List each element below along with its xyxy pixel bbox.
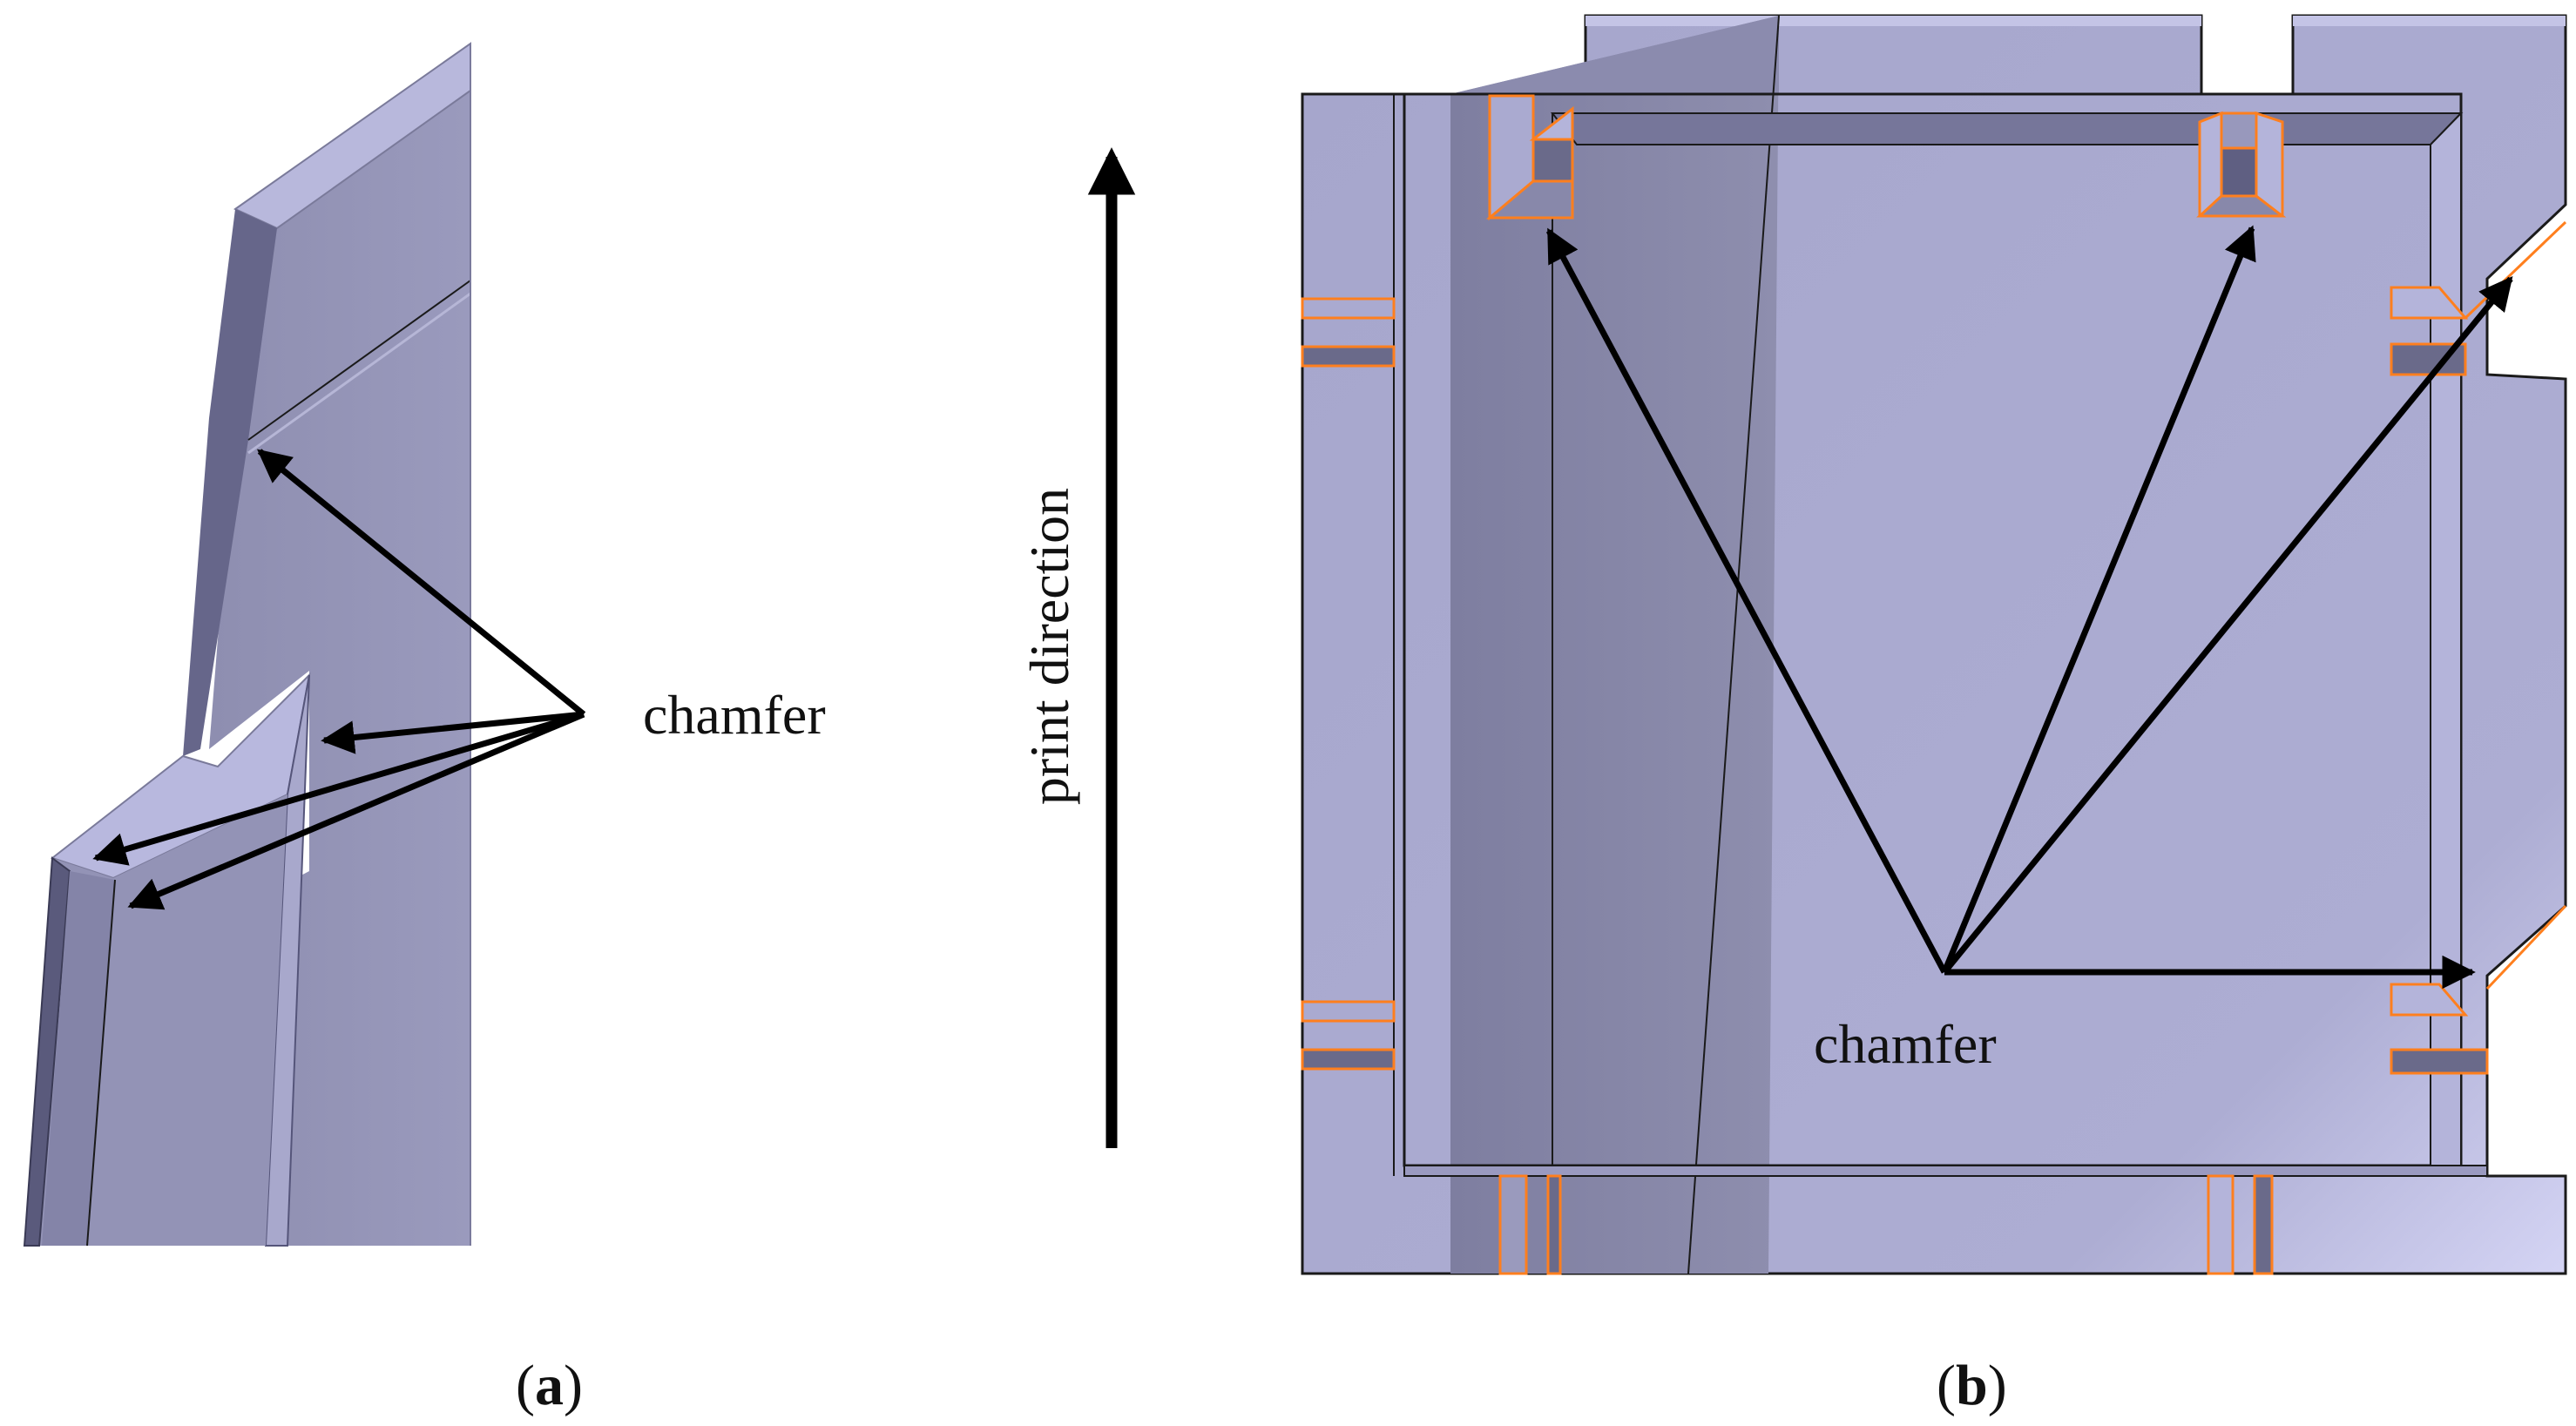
slot-bottom-left-1 bbox=[1498, 1174, 1528, 1275]
slot-left-lower-2 bbox=[1301, 1048, 1396, 1071]
panel-b-callout-label: chamfer bbox=[1814, 1013, 1997, 1075]
chamfer-right-lower-edge bbox=[2485, 904, 2567, 990]
panel-b-callout-arrows bbox=[1545, 225, 2513, 990]
panel-b-arrow-top-left bbox=[1545, 227, 1948, 974]
panel-a-arrow-side bbox=[321, 711, 585, 754]
panel-a-arrow-top bbox=[257, 449, 586, 717]
panel-a-left-edge-lower bbox=[23, 856, 71, 1247]
chamfer-right-upper-b bbox=[2390, 342, 2467, 376]
panel-a-groove-line bbox=[247, 280, 471, 441]
slot-left-upper-1 bbox=[1301, 297, 1396, 320]
panel-b-model bbox=[1301, 14, 2567, 1275]
panel-a-lower-light-band bbox=[42, 871, 115, 1246]
panel-b-dark-region-top bbox=[1450, 16, 1779, 94]
panel-b-arrow-top-right bbox=[1941, 225, 2256, 974]
panel-a-model bbox=[23, 42, 471, 1247]
slot-left-lower-1 bbox=[1301, 1000, 1396, 1023]
chamfer-top-left-base bbox=[1485, 179, 1574, 220]
slot-bottom-left-2 bbox=[1546, 1174, 1562, 1275]
panel-b-caption: (b) bbox=[1937, 1354, 2007, 1417]
slot-bottom-right-2 bbox=[2253, 1174, 2274, 1275]
slot-bottom-right-1 bbox=[2207, 1174, 2235, 1275]
panel-a-groove-shadow bbox=[247, 292, 471, 455]
panel-a-left-edge-upper bbox=[183, 209, 277, 756]
panel-b-top-tab-edge bbox=[1585, 16, 2201, 26]
print-direction-indicator: print direction bbox=[1018, 147, 1136, 1148]
chamfer-top-left-slope bbox=[1529, 105, 1574, 141]
panel-a-lower-strip bbox=[264, 674, 310, 1247]
panel-b-chamfer-features bbox=[1301, 94, 2567, 1275]
chamfer-right-lower-a bbox=[2390, 983, 2469, 1017]
panel-b-top-right-tab-edge bbox=[2293, 16, 2566, 26]
panel-a-callout-arrows bbox=[92, 449, 586, 910]
panel-b-dark-region bbox=[1450, 16, 1779, 1274]
slot-left-upper-2 bbox=[1301, 345, 1396, 368]
print-direction-label: print direction bbox=[1018, 488, 1080, 805]
panel-b-dividing-line bbox=[1687, 15, 1780, 1274]
panel-b-arrow-right-upper bbox=[1942, 276, 2513, 975]
panel-a-lower-edge-line bbox=[86, 879, 116, 1247]
chamfer-right-lower-b bbox=[2390, 1048, 2489, 1075]
panel-b-inner-top-band bbox=[1550, 112, 2464, 145]
chamfer-top-right-base bbox=[2196, 194, 2287, 218]
panel-a-callout-label: chamfer bbox=[643, 684, 826, 746]
panel-a-arrow-lower bbox=[127, 711, 585, 910]
chamfer-top-right-top bbox=[2220, 112, 2258, 150]
chamfer-top-right-dark bbox=[2220, 146, 2258, 198]
panel-a-arrow-ledge bbox=[92, 711, 585, 866]
panel-a-caption: (a) bbox=[516, 1354, 583, 1417]
panel-b-inner-bottom-band bbox=[1403, 1165, 2488, 1177]
